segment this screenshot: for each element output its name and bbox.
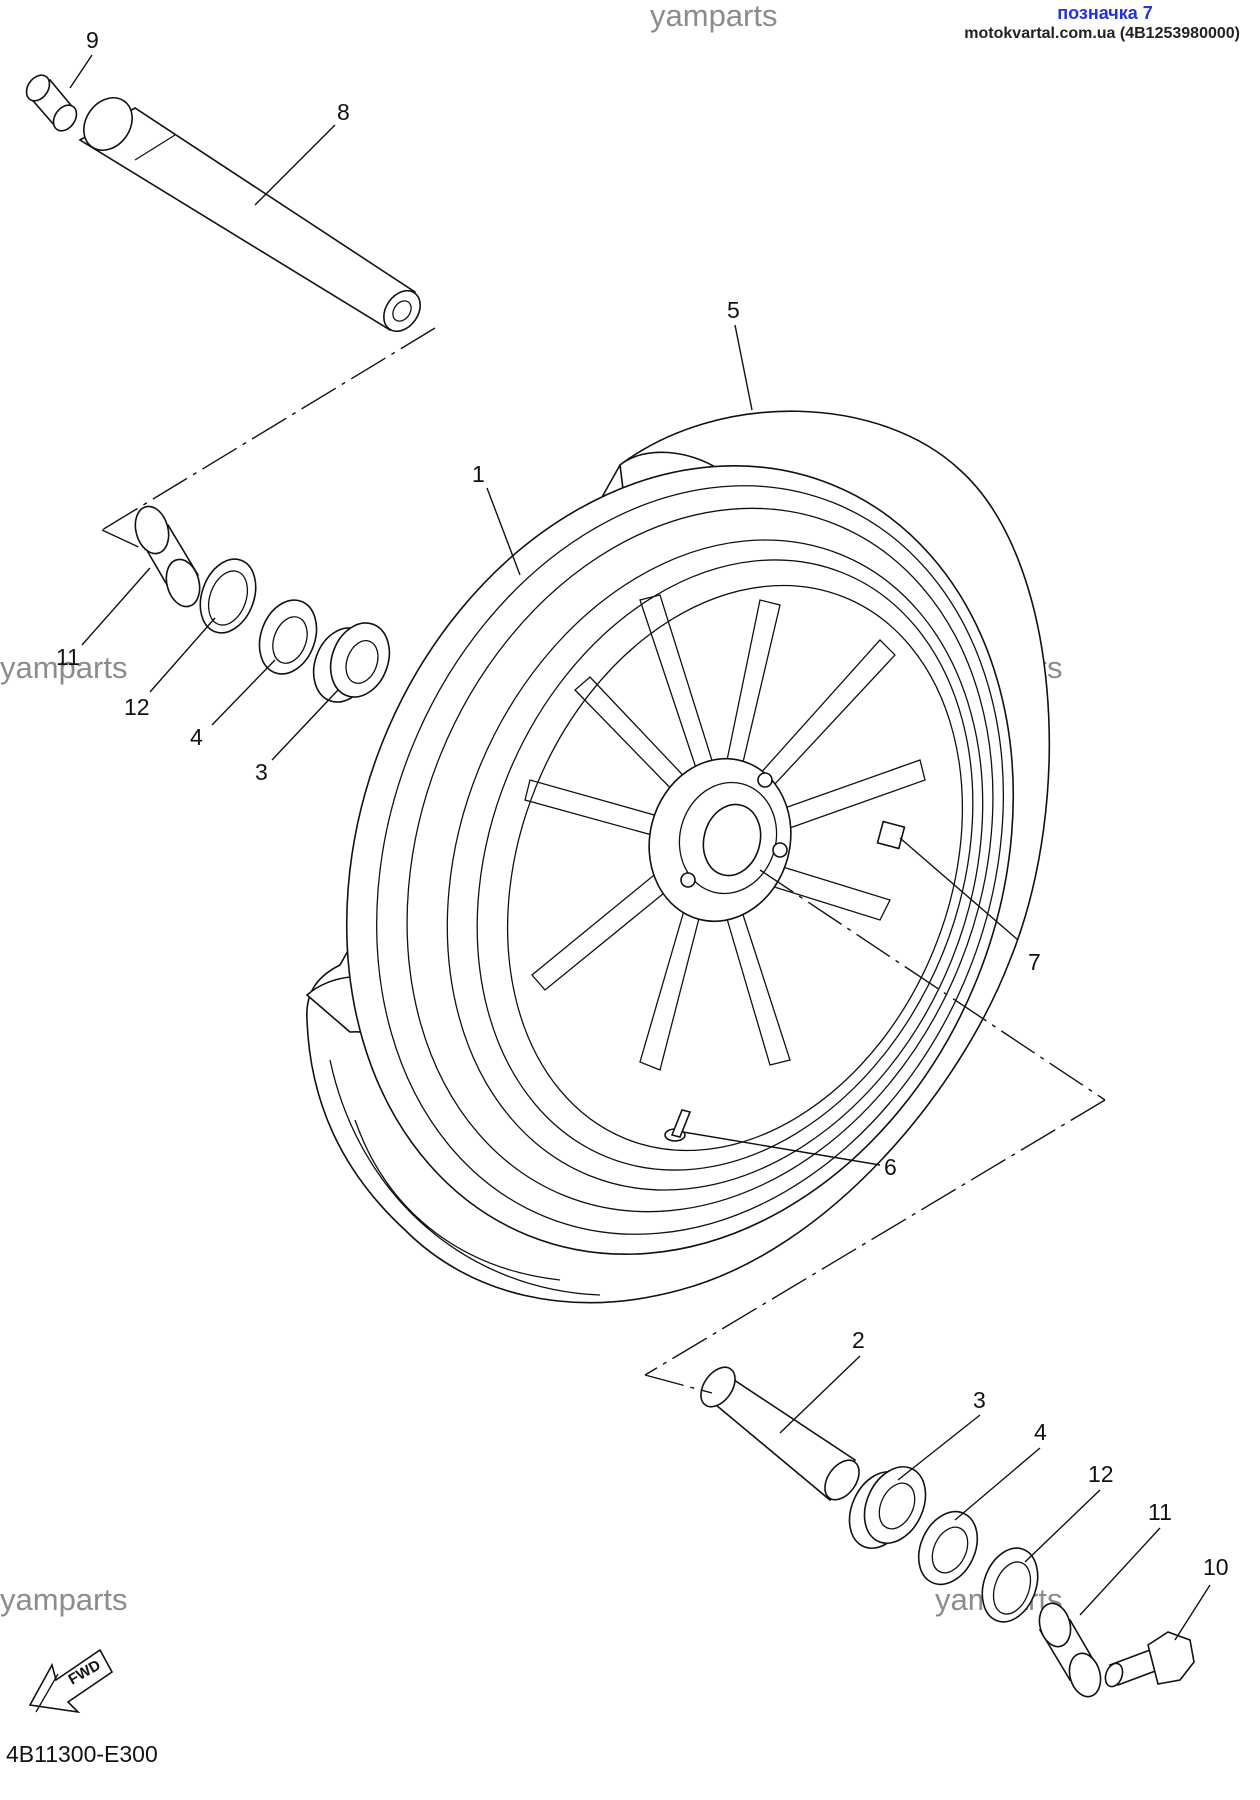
balance-weight bbox=[876, 820, 906, 850]
spokes bbox=[524, 594, 926, 1071]
callout-11-right: 11 bbox=[1148, 1499, 1172, 1525]
center-line-upper-link bbox=[101, 529, 146, 551]
callout-4-right: 4 bbox=[1034, 1419, 1047, 1445]
bearing-right-3 bbox=[848, 1466, 927, 1549]
callout-8: 8 bbox=[337, 99, 350, 125]
center-line-right bbox=[759, 869, 1106, 1101]
front-wheel-assembly bbox=[305, 410, 1051, 1304]
collar-right bbox=[1038, 1602, 1102, 1698]
callout-6: 6 bbox=[884, 1154, 897, 1180]
callout-2: 2 bbox=[852, 1327, 865, 1353]
bearing-right-4 bbox=[917, 1510, 979, 1586]
hub-bore bbox=[702, 803, 762, 877]
collar-left bbox=[134, 505, 201, 608]
axle-cap bbox=[25, 74, 78, 132]
oil-seal-left bbox=[199, 558, 257, 634]
oil-seal-right bbox=[981, 1547, 1039, 1623]
disc-bolt-hole bbox=[680, 872, 696, 888]
tire-valve bbox=[664, 1109, 692, 1142]
wheel-axle bbox=[78, 97, 421, 333]
callout-3-right: 3 bbox=[973, 1387, 986, 1413]
watermark-left: yamparts bbox=[0, 650, 127, 685]
callout-7: 7 bbox=[1028, 949, 1041, 975]
fwd-arrow: FWD bbox=[28, 1648, 114, 1714]
center-line-lower bbox=[644, 1099, 1106, 1376]
callout-9: 9 bbox=[86, 27, 99, 53]
disc-bolt-hole bbox=[757, 772, 773, 788]
callout-4-left: 4 bbox=[190, 724, 203, 750]
bearing-left-4 bbox=[258, 599, 318, 675]
callout-1: 1 bbox=[472, 461, 485, 487]
callout-3-left: 3 bbox=[255, 759, 268, 785]
watermark-bottom-left: yamparts bbox=[0, 1582, 127, 1617]
center-line-lower-link bbox=[644, 1374, 713, 1394]
leader-lines bbox=[69, 54, 1211, 1641]
diagram-code: 4B11300-E300 bbox=[6, 1741, 158, 1767]
axle-bolt bbox=[1104, 1631, 1195, 1688]
callout-11-left: 11 bbox=[56, 644, 80, 670]
watermark-top: yamparts bbox=[650, 0, 777, 33]
bearing-left-3 bbox=[312, 622, 391, 703]
disc-bolt-hole bbox=[772, 842, 788, 858]
tag-label: позначка 7 bbox=[1057, 3, 1153, 23]
callout-12-right: 12 bbox=[1088, 1461, 1114, 1487]
callout-5: 5 bbox=[727, 297, 740, 323]
source-label: motokvartal.com.ua (4B1253980000) bbox=[964, 25, 1240, 42]
callout-10: 10 bbox=[1203, 1554, 1229, 1580]
callout-12-left: 12 bbox=[124, 694, 150, 720]
spacer bbox=[700, 1366, 860, 1502]
center-line-upper bbox=[101, 327, 436, 531]
